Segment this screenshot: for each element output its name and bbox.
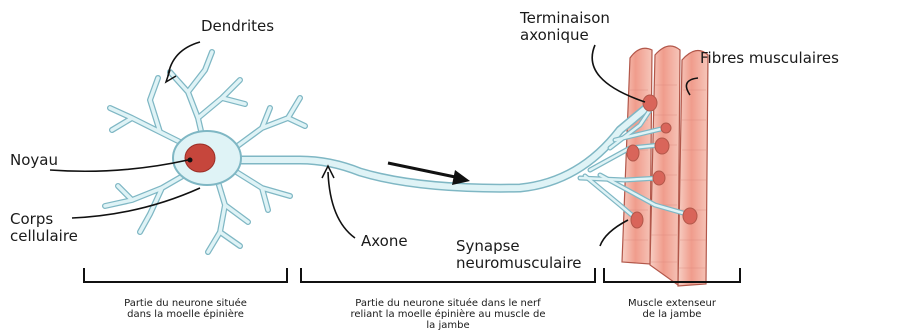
cell-body xyxy=(173,131,241,185)
label-terminaison-axonique: Terminaison axonique xyxy=(520,10,610,44)
caption-nerf: Partie du neurone située dans le nerf re… xyxy=(301,298,595,331)
label-synapse-neuromusculaire: Synapse neuromusculaire xyxy=(456,238,582,272)
bracket-moelle xyxy=(84,268,287,282)
muscle-fibre xyxy=(650,46,680,285)
muscle-fibres xyxy=(622,46,708,286)
label-noyau: Noyau xyxy=(10,152,58,169)
label-dendrites: Dendrites xyxy=(201,18,274,35)
label-fibres-musculaires: Fibres musculaires xyxy=(700,50,839,67)
caption-muscle: Muscle extenseur de la jambe xyxy=(604,298,740,320)
label-axone: Axone xyxy=(361,233,408,250)
label-corps-cellulaire: Corps cellulaire xyxy=(10,211,78,245)
muscle-fibre xyxy=(678,51,708,286)
region-brackets xyxy=(84,268,740,282)
caption-moelle: Partie du neurone située dans la moelle … xyxy=(84,298,287,320)
